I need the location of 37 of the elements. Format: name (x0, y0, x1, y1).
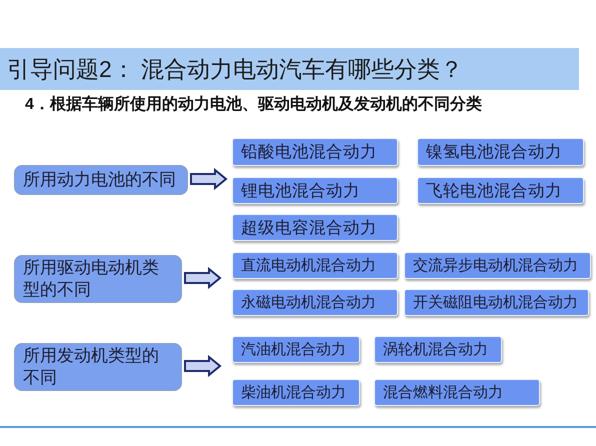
category-box (232, 138, 398, 166)
category-box (417, 138, 584, 166)
category-box (404, 252, 591, 279)
node-text: 交流异步电动机混合动力 (413, 256, 578, 276)
node-text: 镍氢电池混合动力 (426, 142, 562, 162)
node-text: 柴油机混合动力 (241, 382, 346, 402)
category-box (404, 289, 589, 316)
node-text: 涡轮机混合动力 (383, 340, 488, 360)
category-box (232, 214, 398, 241)
node-text: 所用动力电池的不同 (23, 169, 176, 191)
criterion-box (14, 343, 182, 391)
category-box (374, 336, 502, 363)
node-text: 飞轮电池混合动力 (426, 180, 562, 200)
node-text: 所用驱动电动机类型的不同 (23, 257, 160, 301)
node-text: 混合燃料混合动力 (383, 382, 503, 402)
category-box (232, 289, 398, 316)
category-box (417, 177, 584, 204)
category-box (232, 252, 398, 279)
node-text: 永磁电动机混合动力 (241, 292, 376, 312)
title: 引导问题2： 混合动力电动汽车有哪些分类？ (7, 55, 464, 84)
node-text: 开关磁阻电动机混合动力 (413, 292, 578, 312)
category-box (374, 379, 540, 406)
node-text: 超级电容混合动力 (241, 218, 377, 238)
subtitle: 4．根据车辆所使用的动力电池、驱动电动机及发动机的不同分类 (25, 94, 482, 115)
block-arrow (184, 354, 222, 378)
category-box (232, 336, 360, 363)
node-text: 锂电池混合动力 (241, 180, 360, 200)
criterion-box (14, 255, 182, 303)
category-box (232, 379, 360, 406)
node-text: 直流电动机混合动力 (241, 256, 376, 276)
node-text: 铅酸电池混合动力 (241, 142, 377, 162)
block-arrow (184, 266, 222, 290)
block-arrow (190, 168, 228, 190)
node-text: 汽油机混合动力 (241, 340, 346, 360)
category-box (232, 177, 398, 204)
criterion-box (14, 165, 188, 195)
node-text: 所用发动机类型的不同 (23, 345, 160, 389)
